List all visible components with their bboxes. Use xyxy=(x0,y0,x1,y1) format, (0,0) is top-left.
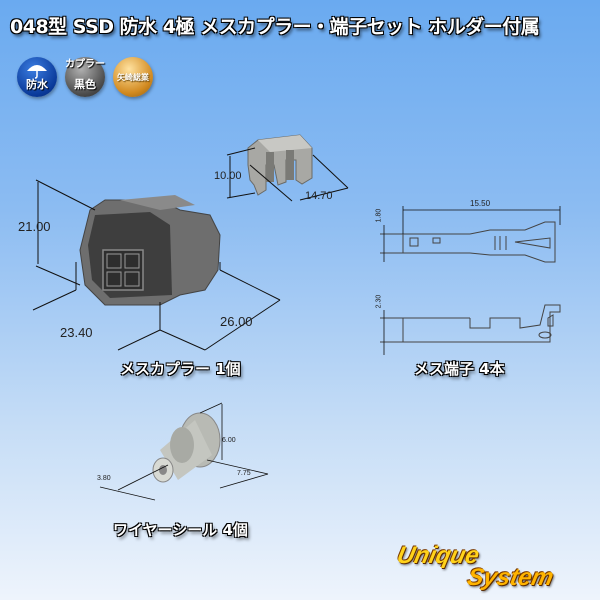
holder-image xyxy=(247,134,313,196)
feature-badges: 防水 カプラー 黒色 矢崎総業 xyxy=(17,57,153,97)
terminal-side-image xyxy=(380,304,561,343)
waterproof-label: 防水 xyxy=(26,77,48,91)
coupler-caption: メスカプラー 1個 xyxy=(120,360,241,378)
seal-outer-dimension: 6.00 xyxy=(222,437,236,444)
terminal-caption: メス端子 4本 xyxy=(414,360,505,378)
holder-dimension-lines xyxy=(226,147,349,202)
coupler-dimension-lines xyxy=(32,179,281,351)
holder-width-dimension: 14.70 xyxy=(305,190,333,202)
terminal-thickness-dimension: 1.80 xyxy=(375,208,383,223)
wire-seal-dimension-lines xyxy=(99,402,269,501)
seal-inner-dimension: 3.80 xyxy=(97,475,111,482)
logo-line-1: Unique xyxy=(394,542,482,569)
wire-seal-caption: ワイヤーシール 4個 xyxy=(113,521,248,539)
color-label: 黒色 xyxy=(74,77,96,91)
page-title: 048型 SSD 防水 4極 メスカプラー・端子セット ホルダー付属 xyxy=(10,16,540,38)
coupler-width-dimension: 23.40 xyxy=(60,325,93,340)
seal-length-dimension: 7.75 xyxy=(237,470,251,477)
coupler-depth-dimension: 26.00 xyxy=(220,314,253,329)
wire-seal-image xyxy=(152,412,221,483)
maker-label: 矢崎総業 xyxy=(117,72,149,82)
holder-height-dimension: 10.00 xyxy=(214,170,242,182)
coupler-label: カプラー xyxy=(65,59,105,70)
terminal-top-dimension-lines xyxy=(383,206,561,262)
umbrella-icon xyxy=(27,64,47,79)
maker-badge: 矢崎総業 xyxy=(113,57,153,97)
unique-system-logo: Unique System xyxy=(390,542,560,591)
coupler-color-badge: カプラー 黒色 xyxy=(65,57,105,97)
terminal-top-image xyxy=(380,221,556,263)
waterproof-badge: 防水 xyxy=(17,57,57,97)
coupler-height-dimension: 21.00 xyxy=(18,219,51,234)
coupler-image xyxy=(79,195,221,306)
terminal-side-height-dimension: 2.30 xyxy=(375,294,383,309)
terminal-length-dimension: 15.50 xyxy=(470,199,491,208)
logo-line-2: System xyxy=(464,564,557,591)
